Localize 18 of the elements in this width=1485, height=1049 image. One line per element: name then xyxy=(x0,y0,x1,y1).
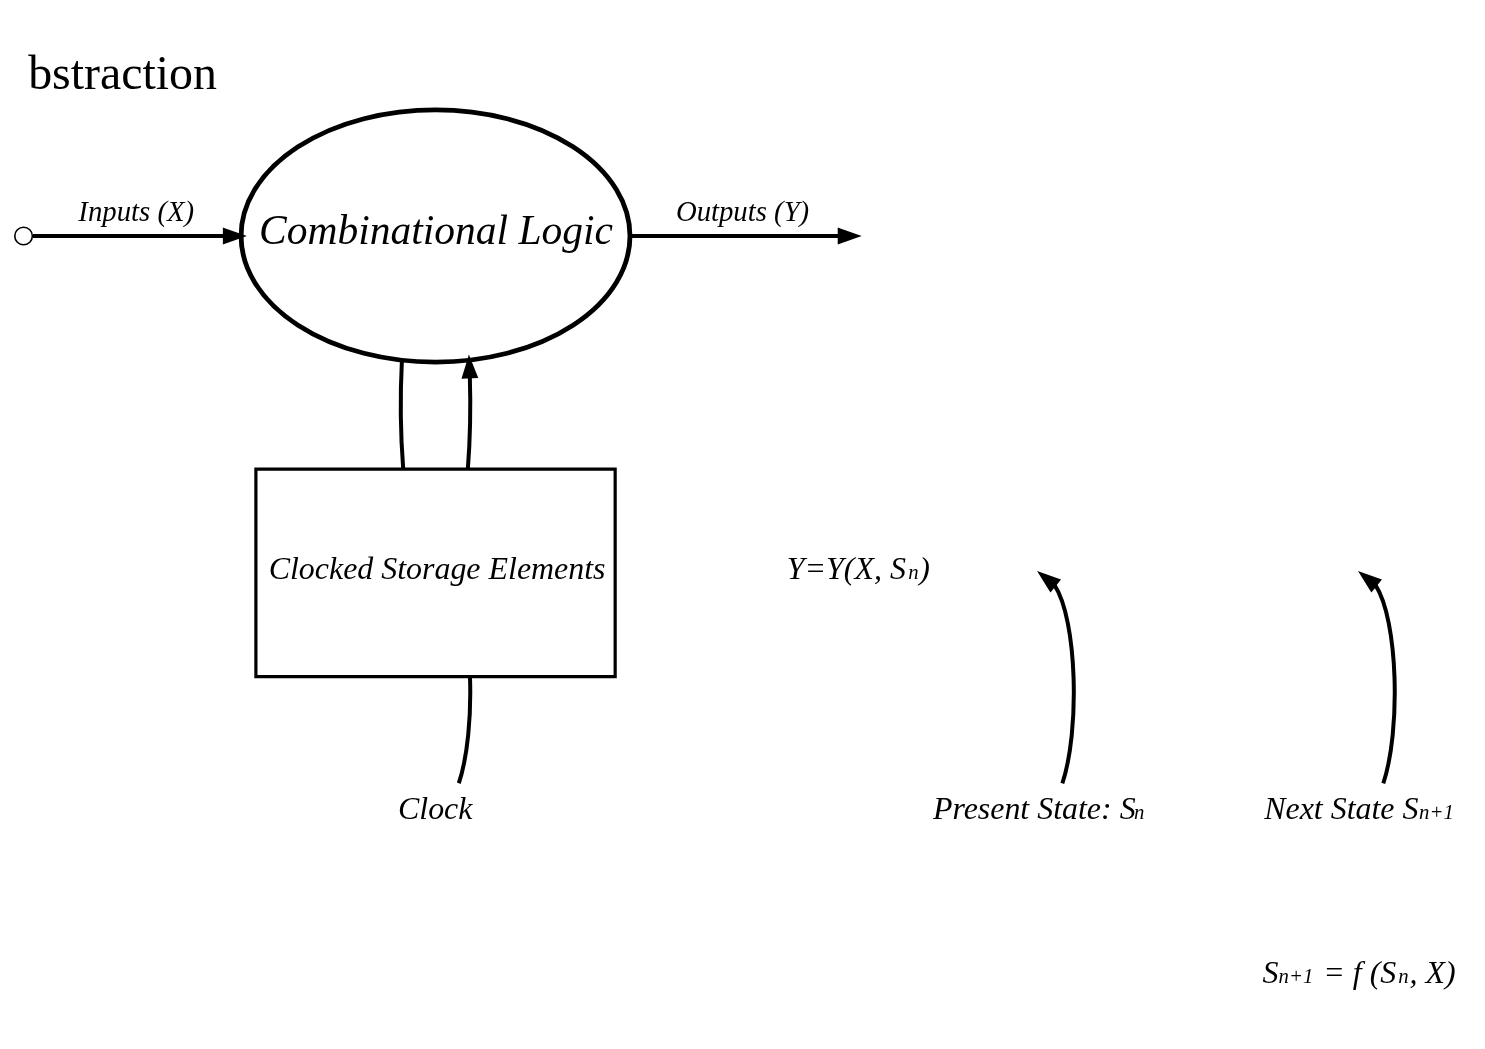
connector xyxy=(456,676,473,784)
arrow xyxy=(461,353,479,469)
node-text: Present State: Sn xyxy=(932,790,1145,826)
arrow xyxy=(1358,570,1397,784)
edge-label: Inputs (X) xyxy=(78,194,195,227)
node-text: Next State Sn+1 xyxy=(1264,790,1454,826)
node-circle xyxy=(14,225,34,246)
node-ellipse: Combinational Logic xyxy=(238,106,633,365)
edge-label: Outputs (Y) xyxy=(675,194,810,227)
arrow xyxy=(32,227,247,244)
label: Sn+1 = f (Sn, X) xyxy=(1262,954,1456,990)
label: Y=Y(X, Sn) xyxy=(786,550,930,586)
arrow xyxy=(1037,570,1076,784)
arrow xyxy=(630,227,862,244)
node-box: Clocked Storage Elements xyxy=(254,467,617,678)
diagram-title: bstraction xyxy=(28,45,217,99)
connector xyxy=(398,359,406,469)
node-text: Clock xyxy=(398,790,473,826)
